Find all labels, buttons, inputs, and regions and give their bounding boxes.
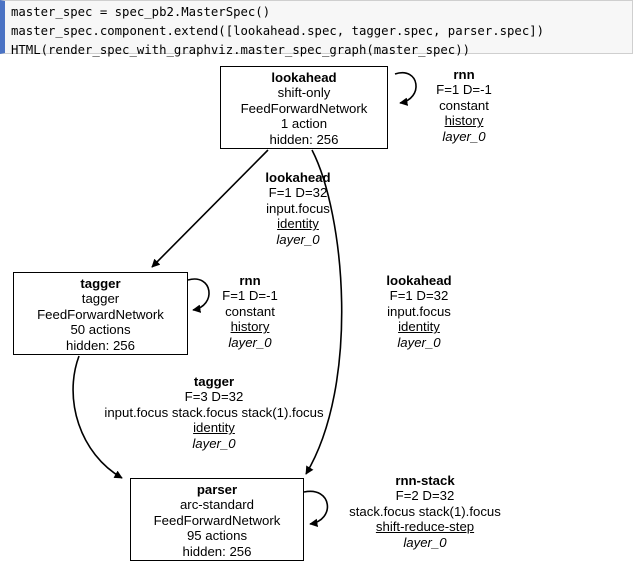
edge-label-transform: identity — [398, 319, 440, 335]
edge-label-name: rnn — [239, 273, 261, 288]
edge-label-name: rnn — [453, 67, 475, 82]
code-line-3: HTML(render_spec_with_graphviz.master_sp… — [11, 43, 471, 58]
edge-label-layer: layer_0 — [276, 231, 320, 247]
edge-tagger-self — [187, 278, 210, 313]
code-cell[interactable]: master_spec = spec_pb2.MasterSpec() mast… — [0, 0, 633, 57]
edge-label-transform: identity — [193, 420, 235, 436]
code-line-1: master_spec = spec_pb2.MasterSpec() — [11, 5, 271, 19]
edge-label-transform: shift-reduce-step — [375, 519, 475, 535]
edge-label-fd: F=2 D=32 — [395, 488, 455, 504]
edge-label-lookahead-to-parser: lookahead F=1 D=32 input.focus identity … — [359, 273, 479, 350]
edge-label-fd: F=1 D=32 — [268, 185, 328, 201]
edge-label-source: input.focus — [266, 200, 330, 216]
edge-label-source: stack.focus stack(1).focus — [349, 503, 501, 519]
edge-label-parser-self: rnn-stack F=2 D=32 stack.focus stack(1).… — [317, 473, 533, 550]
edge-label-tagger-self: rnn F=1 D=-1 constant history layer_0 — [205, 273, 295, 350]
edge-label-transform: identity — [277, 216, 319, 232]
edge-label-layer: layer_0 — [403, 534, 447, 550]
node-tagger-hidden: hidden: 256 — [66, 337, 135, 353]
edge-label-name: tagger — [193, 374, 235, 389]
node-tagger-network: FeedForwardNetwork — [37, 306, 164, 322]
node-tagger-transition: tagger — [81, 291, 120, 307]
edge-label-fd: F=1 D=-1 — [222, 288, 278, 304]
edge-label-transform: history — [444, 113, 484, 129]
edge-parser-self — [303, 490, 329, 527]
edge-lookahead-to-parser — [305, 149, 343, 475]
node-tagger-title: tagger — [80, 276, 121, 291]
code-line-2: master_spec.component.extend([lookahead.… — [11, 24, 545, 39]
edge-label-layer: layer_0 — [192, 435, 236, 451]
edge-label-source: constant — [439, 97, 489, 113]
node-parser-transition: arc-standard — [179, 497, 255, 513]
node-lookahead-transition: shift-only — [277, 85, 331, 101]
edge-label-tagger-to-parser: tagger F=3 D=32 input.focus stack.focus … — [76, 374, 352, 451]
edge-label-source: constant — [225, 303, 275, 319]
node-parser-hidden: hidden: 256 — [182, 543, 252, 559]
edge-lookahead-to-tagger — [151, 149, 269, 268]
node-parser-title: parser — [196, 482, 238, 497]
edge-label-name: lookahead — [265, 170, 331, 185]
node-lookahead-network: FeedForwardNetwork — [240, 100, 368, 116]
edge-label-layer: layer_0 — [397, 334, 441, 350]
graph-edges-layer — [72, 71, 417, 527]
edge-label-fd: F=1 D=32 — [389, 288, 449, 304]
edge-label-source: input.focus stack.focus stack(1).focus — [104, 404, 324, 420]
node-lookahead-actions: 1 action — [280, 116, 328, 132]
node-parser-network: FeedForwardNetwork — [153, 512, 281, 528]
edge-label-name: lookahead — [386, 273, 452, 288]
edge-label-transform: history — [230, 319, 270, 335]
node-lookahead-hidden: hidden: 256 — [269, 131, 339, 147]
node-parser-actions: 95 actions — [186, 528, 248, 544]
edge-label-fd: F=1 D=-1 — [436, 82, 492, 98]
node-lookahead[interactable]: lookahead shift-only FeedForwardNetwork … — [220, 66, 388, 149]
node-lookahead-title: lookahead — [271, 70, 337, 85]
edge-label-fd: F=3 D=32 — [184, 389, 244, 405]
node-parser[interactable]: parser arc-standard FeedForwardNetwork 9… — [130, 478, 304, 561]
edge-label-layer: layer_0 — [228, 334, 272, 350]
node-tagger-actions: 50 actions — [70, 322, 131, 338]
edge-lookahead-self — [394, 71, 417, 106]
edge-label-lookahead-self: rnn F=1 D=-1 constant history layer_0 — [419, 67, 509, 144]
edge-label-name: rnn-stack — [395, 473, 455, 488]
edge-tagger-to-parser — [72, 355, 123, 479]
node-tagger[interactable]: tagger tagger FeedForwardNetwork 50 acti… — [13, 272, 188, 355]
edge-label-layer: layer_0 — [442, 128, 486, 144]
edge-label-lookahead-to-tagger: lookahead F=1 D=32 input.focus identity … — [238, 170, 358, 247]
edge-label-source: input.focus — [387, 303, 451, 319]
master-spec-graph: lookahead shift-only FeedForwardNetwork … — [0, 54, 633, 578]
